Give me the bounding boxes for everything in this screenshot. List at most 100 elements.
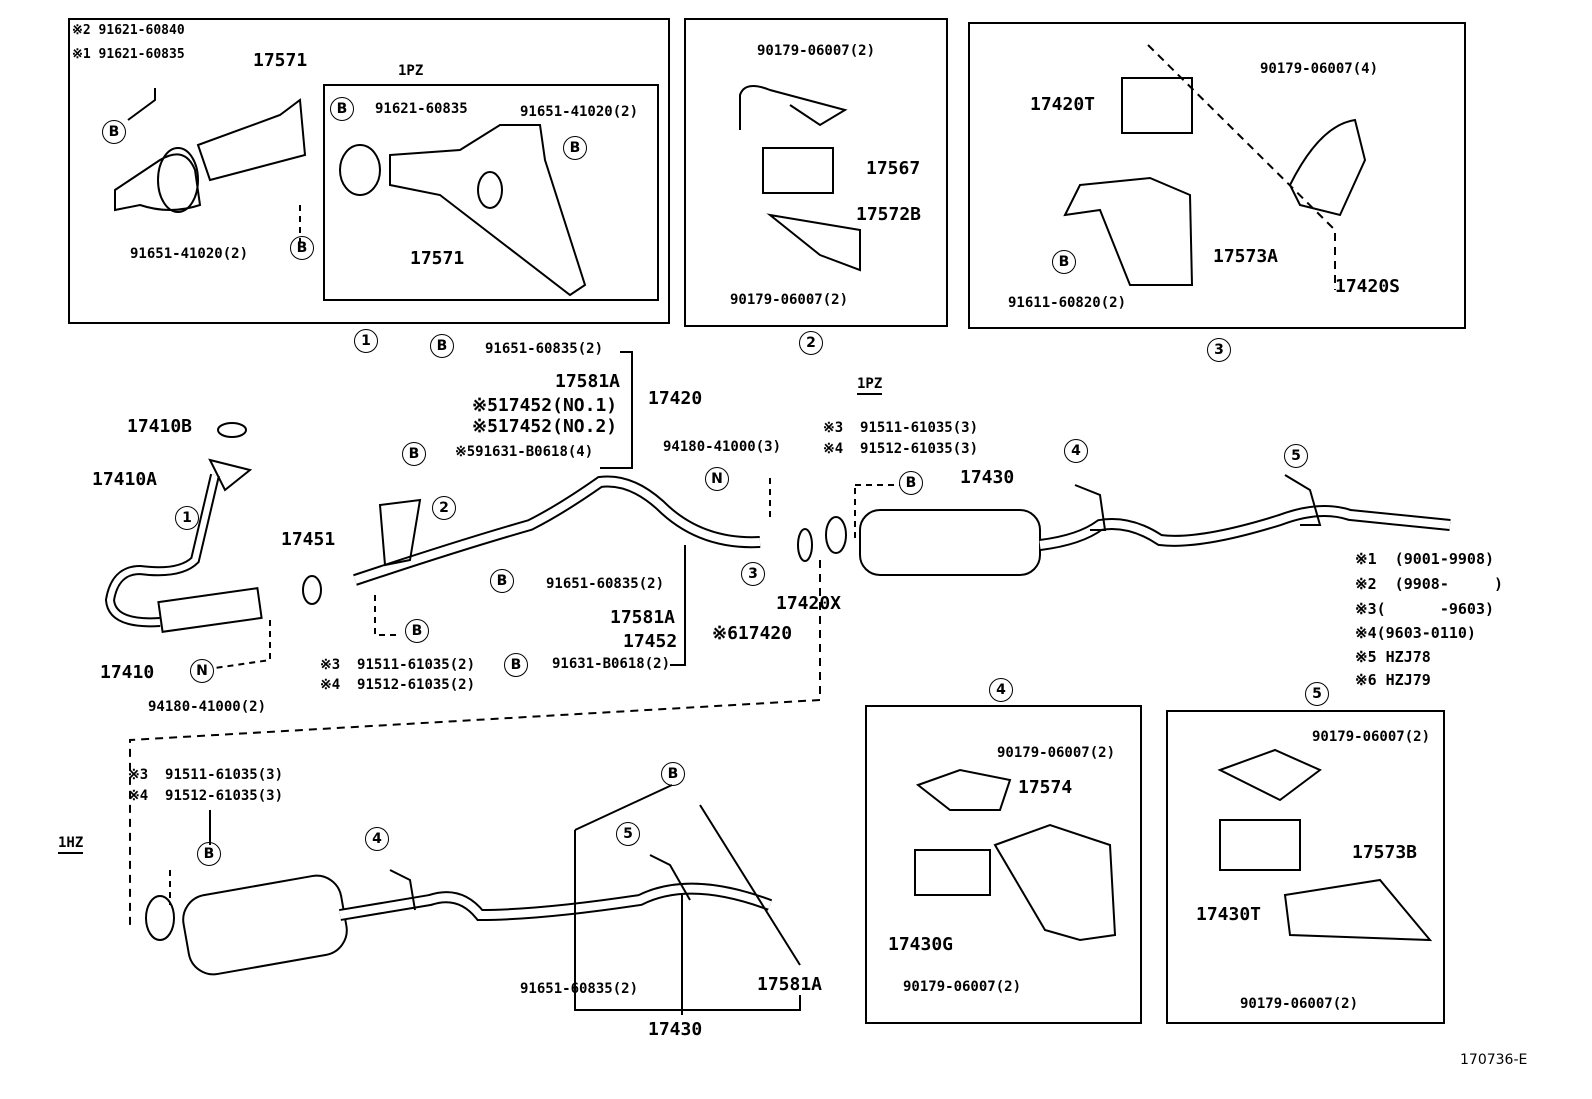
- part-label[interactable]: 90179-06007(2): [757, 43, 876, 59]
- part-label[interactable]: 17420: [648, 388, 703, 409]
- part-label[interactable]: 17452: [623, 631, 678, 652]
- part-label[interactable]: 90179-06007(2): [1312, 729, 1431, 745]
- part-label[interactable]: 91611-60820(2): [1008, 295, 1127, 311]
- part-label[interactable]: ※517452(NO.1): [472, 395, 618, 416]
- flange-part: [114, 147, 202, 213]
- part-label[interactable]: ※3 91511-61035(3): [128, 767, 284, 783]
- part-label[interactable]: 17567: [866, 158, 921, 179]
- part-label[interactable]: ※4 91512-61035(2): [320, 677, 476, 693]
- ref-circle-1: 1: [354, 329, 378, 353]
- inset-bracket: [389, 124, 587, 297]
- part-label[interactable]: 17430: [960, 467, 1015, 488]
- ref-circle-4: 4: [989, 678, 1013, 702]
- bolt-b-icon: B: [661, 762, 685, 786]
- part-label[interactable]: 17573B: [1352, 842, 1418, 863]
- ref-circle-2: 2: [432, 496, 456, 520]
- part-label[interactable]: ※517452(NO.2): [472, 416, 618, 437]
- legend-item: ※1 (9001-9908): [1355, 550, 1494, 568]
- bolt-b-icon: B: [563, 136, 587, 160]
- part-label[interactable]: 91621-60835: [375, 101, 468, 117]
- part-label[interactable]: 91651-41020(2): [520, 104, 639, 120]
- part-label[interactable]: 17574: [1018, 777, 1073, 798]
- ref-circle-5: 5: [616, 822, 640, 846]
- panel-4-mount: [865, 705, 1142, 1024]
- legend-item: ※2 (9908- ): [1355, 575, 1504, 593]
- part-label[interactable]: ※4 91512-61035(3): [128, 788, 284, 804]
- ref-circle-2: 2: [799, 331, 823, 355]
- part-label[interactable]: 17571: [410, 248, 465, 269]
- diagram-id: 170736-E: [1460, 1052, 1528, 1068]
- part-label[interactable]: 17410A: [92, 469, 158, 490]
- part-label[interactable]: 17581A: [610, 607, 676, 628]
- part-label[interactable]: ※4 91512-61035(3): [823, 441, 979, 457]
- part-label[interactable]: 91651-60835(2): [520, 981, 639, 997]
- nut-n-icon: N: [190, 659, 214, 683]
- bolt-b-icon: B: [899, 471, 923, 495]
- inset-title: 1PZ: [398, 63, 424, 79]
- part-label[interactable]: ※617420: [712, 623, 793, 644]
- part-label[interactable]: 17572B: [856, 204, 922, 225]
- bolt-b-icon: B: [490, 569, 514, 593]
- part-label[interactable]: 90179-06007(2): [730, 292, 849, 308]
- panel-1-inset-1pz: [323, 84, 659, 301]
- part-label[interactable]: 91651-60835(2): [485, 341, 604, 357]
- part-label[interactable]: 90179-06007(2): [997, 745, 1116, 761]
- part-label[interactable]: ※591631-B0618(4): [455, 444, 594, 460]
- part-label[interactable]: 94180-41000(2): [148, 699, 267, 715]
- part-label[interactable]: 17581A: [757, 974, 823, 995]
- legend-item: ※4(9603-0110): [1355, 624, 1476, 642]
- bolt-b-icon: B: [402, 442, 426, 466]
- part-label[interactable]: 17581A: [555, 371, 621, 392]
- part-label[interactable]: 91631-B0618(2): [552, 656, 671, 672]
- bolt-b-icon: B: [1052, 250, 1076, 274]
- panel-2-mount: [684, 18, 948, 327]
- legend-item: ※6 HZJ79: [1355, 671, 1431, 689]
- part-label[interactable]: 17571: [253, 50, 308, 71]
- part-label[interactable]: ※3 91511-61035(2): [320, 657, 476, 673]
- heat-insulator: [196, 98, 307, 182]
- bolt-b-icon: B: [405, 619, 429, 643]
- legend-item: ※5 HZJ78: [1355, 648, 1431, 666]
- part-label[interactable]: 91651-41020(2): [130, 246, 249, 262]
- note-1-part: ※1 91621-60835: [72, 47, 185, 62]
- part-label[interactable]: 90179-06007(2): [1240, 996, 1359, 1012]
- engine-label: 1PZ: [857, 377, 883, 395]
- part-label[interactable]: 17573A: [1213, 246, 1279, 267]
- muffler-1hz: [182, 874, 348, 976]
- part-label[interactable]: 17451: [281, 529, 336, 550]
- note-2-part: ※2 91621-60840: [72, 23, 185, 38]
- part-label[interactable]: 17410B: [127, 416, 193, 437]
- part-label[interactable]: 17420T: [1030, 94, 1096, 115]
- bolt-b-icon: B: [430, 334, 454, 358]
- part-label[interactable]: 17430: [648, 1019, 703, 1040]
- panel-3-mount: [968, 22, 1466, 329]
- part-label[interactable]: 17430G: [888, 934, 954, 955]
- part-label[interactable]: 17410: [100, 662, 155, 683]
- ref-circle-5: 5: [1284, 444, 1308, 468]
- part-label[interactable]: 17420S: [1335, 276, 1401, 297]
- bolt-b-icon: B: [504, 653, 528, 677]
- bolt-b-icon: B: [197, 842, 221, 866]
- part-label[interactable]: 17430T: [1196, 904, 1262, 925]
- ref-circle-1: 1: [175, 506, 199, 530]
- part-label[interactable]: 94180-41000(3): [663, 439, 782, 455]
- bolt-b-icon: B: [290, 236, 314, 260]
- part-label[interactable]: 91651-60835(2): [546, 576, 665, 592]
- mount-block: [762, 147, 834, 194]
- nut-n-icon: N: [705, 467, 729, 491]
- bolt-b-icon: B: [102, 120, 126, 144]
- part-label[interactable]: ※3 91511-61035(3): [823, 420, 979, 436]
- ref-circle-4: 4: [365, 827, 389, 851]
- legend-item: ※3( -9603): [1355, 600, 1494, 618]
- ref-circle-5: 5: [1305, 682, 1329, 706]
- muffler-1pz: [859, 509, 1041, 576]
- ref-circle-4: 4: [1064, 439, 1088, 463]
- part-label[interactable]: 90179-06007(4): [1260, 61, 1379, 77]
- panel-1-insulator: [68, 18, 670, 324]
- part-label[interactable]: 17420X: [776, 593, 842, 614]
- ref-circle-3: 3: [1207, 338, 1231, 362]
- ref-circle-3: 3: [741, 562, 765, 586]
- engine-label: 1HZ: [58, 836, 84, 854]
- part-label[interactable]: 90179-06007(2): [903, 979, 1022, 995]
